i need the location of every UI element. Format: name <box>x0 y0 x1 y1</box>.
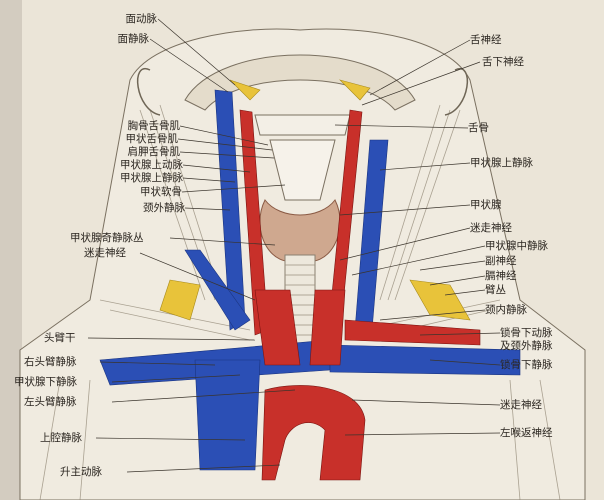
label-hypoglossal-nerve: 舌下神经 <box>482 56 524 68</box>
label-brachiocephalic-trunk: 头臂干 <box>44 332 76 344</box>
label-inferior-thyroid-vein: 甲状腺下静脉 <box>14 376 77 388</box>
label-phrenic-nerve: 膈神经 <box>485 270 517 282</box>
label-subclavian-artery: 锁骨下动脉 <box>500 327 553 339</box>
label-external-jugular-vein: 颈外静脉 <box>143 202 185 214</box>
label-superior-vena-cava: 上腔静脉 <box>40 432 82 444</box>
label-and-external-jugular-vein: 及颈外静脉 <box>500 340 553 352</box>
label-ascending-aorta: 升主动脉 <box>60 466 102 478</box>
label-facial-artery: 面动脉 <box>125 13 158 25</box>
label-thyrohyoid: 甲状舌骨肌 <box>125 133 179 145</box>
label-vagus-nerve-left: 迷走神经 <box>84 247 126 259</box>
label-vagus-nerve-lower: 迷走神经 <box>500 399 542 411</box>
label-thyroid-venous-plexus: 甲状腺奇静脉丛 <box>70 232 144 244</box>
label-internal-jugular-vein: 颈内静脉 <box>485 304 527 316</box>
label-thyroid-gland: 甲状腺 <box>470 199 502 211</box>
label-middle-thyroid-vein: 甲状腺中静脉 <box>485 240 548 252</box>
label-subclavian-vein: 锁骨下静脉 <box>500 359 553 371</box>
label-sternohyoid: 胸骨舌骨肌 <box>127 120 181 132</box>
label-right-brachiocephalic-vein: 右头臂静脉 <box>24 356 77 368</box>
label-superior-thyroid-vein-right: 甲状腺上静脉 <box>470 157 533 169</box>
label-superior-thyroid-vein: 甲状腺上静脉 <box>120 172 183 184</box>
label-left-recurrent-laryngeal-nerve: 左喉返神经 <box>500 427 553 439</box>
label-left-brachiocephalic-vein: 左头臂静脉 <box>24 396 77 408</box>
label-omohyoid: 肩胛舌骨肌 <box>127 146 181 158</box>
label-superior-thyroid-artery: 甲状腺上动脉 <box>120 159 183 171</box>
label-accessory-nerve: 副神经 <box>485 255 517 267</box>
label-hyoid-bone: 舌骨 <box>468 122 489 134</box>
label-thyroid-cartilage: 甲状软骨 <box>140 186 182 198</box>
label-brachial-plexus: 臂丛 <box>485 284 506 296</box>
label-lingual-nerve: 舌神经 <box>470 34 502 46</box>
label-vagus-nerve-right: 迷走神经 <box>470 222 512 234</box>
label-facial-vein: 面静脉 <box>117 33 150 45</box>
